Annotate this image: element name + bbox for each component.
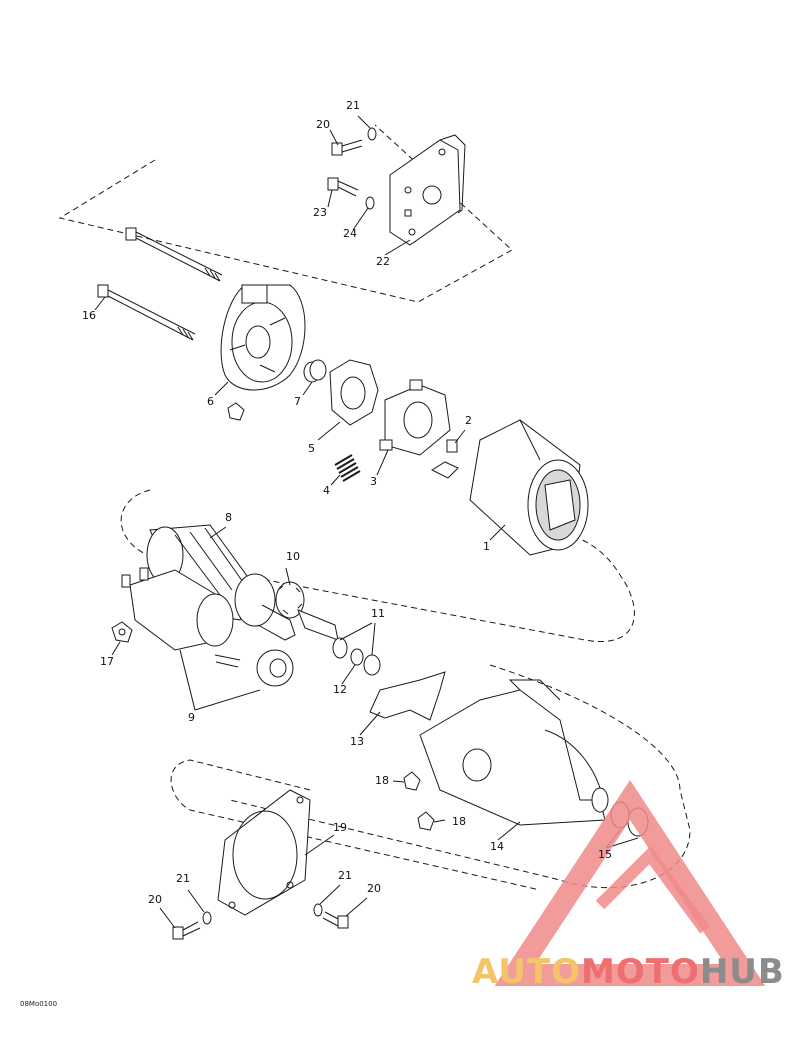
part-9-solenoid — [121, 567, 294, 687]
bolt-20-bottom-right — [322, 911, 349, 929]
watermark-text-hub: HUB — [699, 952, 785, 992]
part-8-armature — [146, 524, 296, 641]
part-11-ring-a — [332, 637, 348, 659]
watermark-logo-triangle — [494, 779, 766, 986]
washer-24 — [365, 196, 375, 210]
part-label-17: 17 — [100, 655, 114, 668]
part-17-nut — [111, 621, 133, 643]
part-label-9: 9 — [188, 711, 195, 724]
part-label-13: 13 — [350, 735, 364, 748]
part-label-18-lower: 18 — [452, 815, 466, 828]
part-label-8: 8 — [225, 511, 232, 524]
bolt-20-bottom-left — [172, 921, 201, 940]
part-label-6: 6 — [207, 395, 214, 408]
part-13-lever — [369, 671, 446, 721]
part-label-20-top: 20 — [316, 118, 330, 131]
small-nut — [227, 402, 245, 421]
part-5-plate — [329, 359, 379, 426]
through-bolt-lower — [97, 284, 196, 341]
part-label-4: 4 — [323, 484, 330, 497]
part-label-11: 11 — [371, 607, 385, 620]
part-label-21-top: 21 — [346, 99, 360, 112]
part-2-brush — [430, 439, 459, 479]
bolt-23 — [327, 177, 359, 197]
watermark-text: AUTOMOTOHUB — [472, 952, 785, 992]
part-label-19: 19 — [333, 821, 347, 834]
part-label-21-bottom-left: 21 — [176, 872, 190, 885]
part-label-1: 1 — [483, 540, 490, 553]
top-bracket-outline — [58, 124, 513, 303]
part-10-pinion — [275, 581, 339, 641]
drawing-code: 08Mo0100 — [20, 1000, 58, 1008]
part-label-14: 14 — [490, 840, 504, 853]
part-label-24: 24 — [343, 227, 357, 240]
part-4-spring — [334, 454, 361, 482]
part-label-15: 15 — [598, 848, 612, 861]
part-label-12: 12 — [333, 683, 347, 696]
part-1-yoke — [469, 419, 589, 556]
part-11-ring-b — [363, 654, 381, 676]
part-18-bolt-a — [403, 771, 421, 791]
part-label-22: 22 — [376, 255, 390, 268]
part-label-20-bottom-left: 20 — [148, 893, 162, 906]
part-22-bracket — [389, 134, 466, 246]
part-label-10: 10 — [286, 550, 300, 563]
part-3-brush-holder — [379, 379, 451, 456]
part-label-7: 7 — [294, 395, 301, 408]
watermark-text-auto: AUTO — [472, 952, 581, 992]
part-label-5: 5 — [308, 442, 315, 455]
part-label-21-bottom-right: 21 — [338, 869, 352, 882]
motor-group-outline — [120, 489, 635, 642]
part-18-bolt-b — [417, 811, 435, 831]
part-label-2: 2 — [465, 414, 472, 427]
part-14-drive-housing — [419, 679, 609, 826]
part-12-ring — [350, 648, 364, 666]
part-label-18-upper: 18 — [375, 774, 389, 787]
part-7-bushing — [303, 359, 327, 383]
watermark-inner-triangle — [595, 845, 710, 934]
part-label-16: 16 — [82, 309, 96, 322]
washer-21-bottom-right — [313, 903, 323, 917]
part-19-gasket — [217, 789, 311, 916]
part-6-end-cover — [220, 284, 306, 391]
washer-21-bottom-left — [202, 911, 212, 925]
through-bolt-upper — [125, 227, 223, 282]
watermark-text-moto: MOTO — [580, 952, 700, 992]
part-label-23: 23 — [313, 206, 327, 219]
part-label-20-bottom-right: 20 — [367, 882, 381, 895]
part-label-3: 3 — [370, 475, 377, 488]
washer-21-top — [367, 127, 377, 141]
leader-lines — [94, 115, 639, 929]
